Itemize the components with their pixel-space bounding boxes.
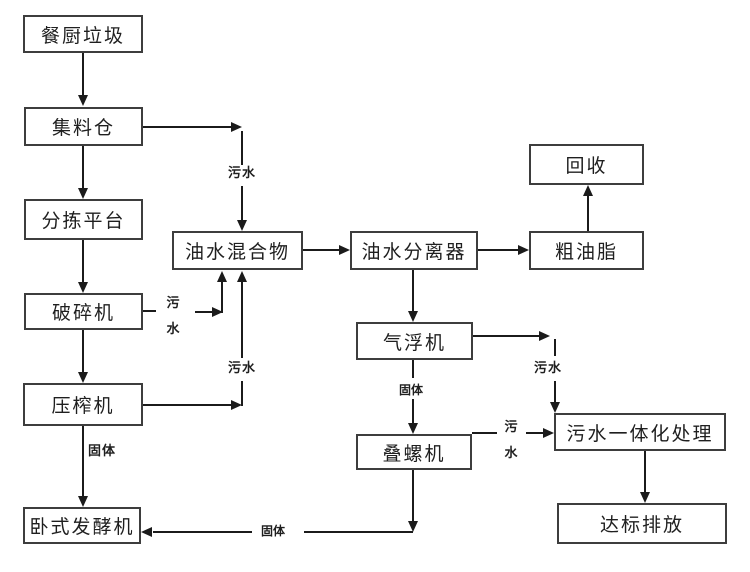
arrowhead-down xyxy=(237,220,247,231)
arrowhead-right xyxy=(231,400,242,410)
node-discharge: 达标排放 xyxy=(557,503,727,544)
connector-press-mixture xyxy=(143,404,231,406)
node-crude-grease: 粗油脂 xyxy=(529,231,644,270)
arrowhead-right xyxy=(518,245,529,255)
connector-crusher-mixture xyxy=(143,310,156,312)
arrowhead-up xyxy=(583,185,593,196)
node-collection-bin: 集料仓 xyxy=(24,107,143,146)
node-sorting-platform: 分拣平台 xyxy=(24,199,143,240)
connector-collectionbin-mixture xyxy=(241,131,243,165)
edge-label-solid-press: 固体 xyxy=(88,443,117,458)
node-recycle: 回收 xyxy=(529,144,644,185)
arrowhead-right xyxy=(212,307,223,317)
connector-airflotation-sewagetreatment xyxy=(554,339,556,356)
edge-label-sewage-screwstacker: 污水 xyxy=(504,419,518,460)
connector-screwstacker-fermenter xyxy=(304,531,413,533)
arrowhead-down xyxy=(78,188,88,199)
connector-airflotation-screwstacker xyxy=(412,399,414,423)
connector-press-mixture xyxy=(241,282,243,358)
arrowhead-down xyxy=(78,282,88,293)
connector-screwstacker-sewagetreatment xyxy=(472,432,497,434)
connector-crudegrease-recycle xyxy=(587,196,589,231)
connector-mixture-separator xyxy=(303,249,339,251)
connector-screwstacker-fermenter xyxy=(412,470,414,521)
edge-label-sewage-press: 污水 xyxy=(228,360,257,375)
arrowhead-down xyxy=(640,492,650,503)
connector-kitchenwaste-collectionbin xyxy=(82,53,84,96)
connector-airflotation-screwstacker xyxy=(412,360,414,378)
node-press: 压榨机 xyxy=(23,383,143,426)
node-oil-water-mixture: 油水混合物 xyxy=(172,231,303,270)
arrowhead-right xyxy=(539,331,550,341)
node-kitchen-waste: 餐厨垃圾 xyxy=(23,15,143,53)
arrowhead-right xyxy=(231,122,242,132)
connector-press-fermenter xyxy=(82,426,84,496)
connector-screwstacker-fermenter xyxy=(153,531,252,533)
connector-press-mixture xyxy=(241,381,243,406)
arrowhead-down xyxy=(408,423,418,434)
arrowhead-down xyxy=(408,311,418,322)
connector-screwstacker-sewagetreatment xyxy=(526,432,543,434)
edge-label-solid-screwstacker: 固体 xyxy=(261,524,286,538)
connector-sortingplatform-crusher xyxy=(82,240,84,282)
arrowhead-down xyxy=(408,521,418,532)
connector-separator-crudegrease xyxy=(478,249,518,251)
connector-separator-airflotation xyxy=(412,270,414,311)
node-oil-water-separator: 油水分离器 xyxy=(350,231,478,270)
edge-label-solid-airflotation: 固体 xyxy=(399,383,424,397)
arrowhead-up xyxy=(237,271,247,282)
connector-collectionbin-mixture xyxy=(143,126,231,128)
arrowhead-right xyxy=(339,245,350,255)
node-air-flotation: 气浮机 xyxy=(356,322,473,360)
edge-label-sewage-crusher: 污水 xyxy=(166,295,180,336)
edge-label-sewage-airflotation: 污水 xyxy=(534,360,563,375)
arrowhead-down xyxy=(78,95,88,106)
connector-airflotation-sewagetreatment xyxy=(473,335,539,337)
connector-collectionbin-mixture xyxy=(241,186,243,220)
connector-airflotation-sewagetreatment xyxy=(554,381,556,402)
arrowhead-down xyxy=(78,372,88,383)
node-horizontal-fermenter: 卧式发酵机 xyxy=(23,507,141,544)
connector-crusher-press xyxy=(82,330,84,372)
connector-crusher-mixture xyxy=(195,311,212,313)
arrowhead-down xyxy=(550,402,560,413)
node-sewage-treatment: 污水一体化处理 xyxy=(554,413,726,451)
edge-label-sewage-collectionbin: 污水 xyxy=(228,165,257,180)
connector-crusher-mixture xyxy=(221,282,223,313)
node-crusher: 破碎机 xyxy=(24,293,143,330)
node-screw-stacker: 叠螺机 xyxy=(356,434,472,470)
arrowhead-left xyxy=(141,527,152,537)
arrowhead-right xyxy=(543,428,554,438)
connector-sewagetreatment-discharge xyxy=(644,451,646,492)
arrowhead-down xyxy=(78,496,88,507)
arrowhead-up xyxy=(217,271,227,282)
connector-collectionbin-sortingplatform xyxy=(82,146,84,188)
